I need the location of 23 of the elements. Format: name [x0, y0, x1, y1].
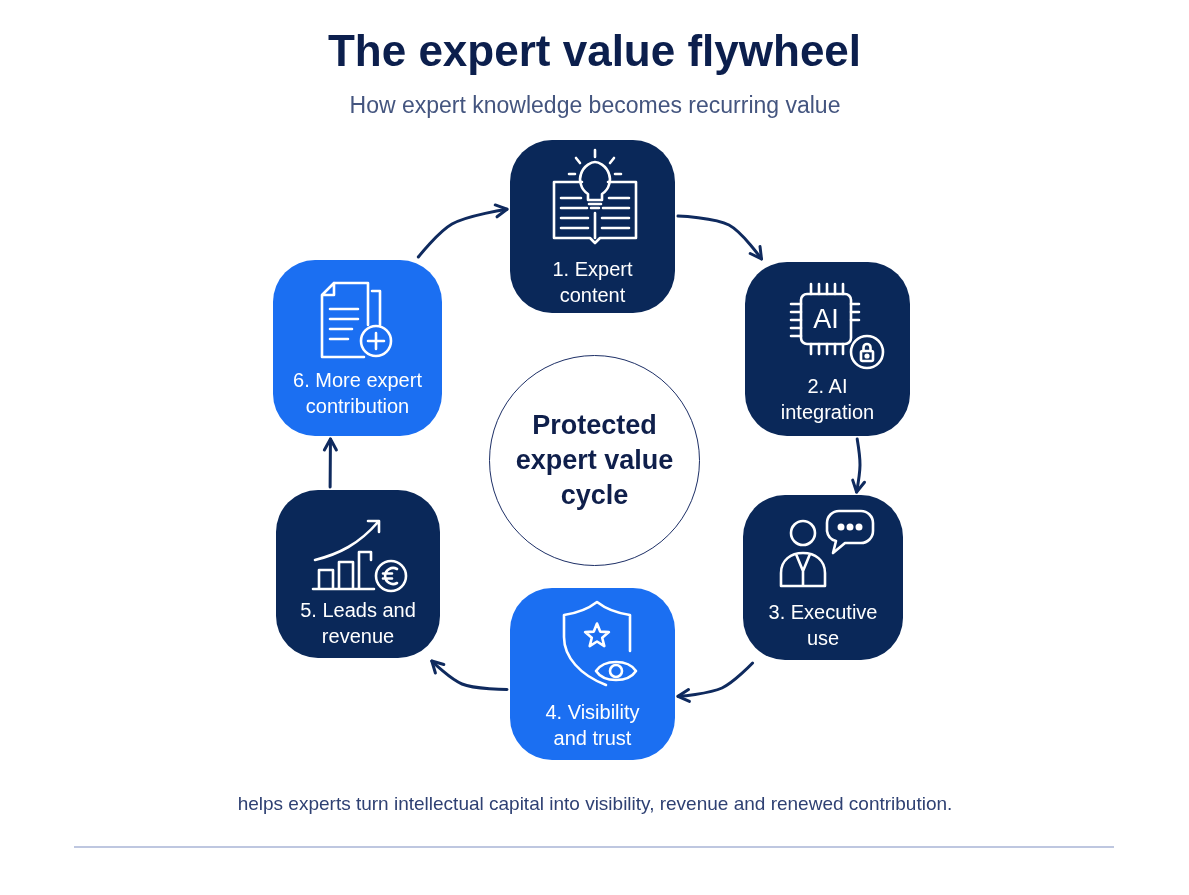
arrow: [851, 437, 866, 494]
arrow: [676, 661, 755, 703]
step-box: [276, 490, 440, 658]
step-label: 5. Leads and revenue: [299, 598, 417, 649]
step-label: 2. AI integration: [779, 374, 876, 425]
arrow: [416, 203, 509, 259]
step-box: [743, 495, 903, 660]
step-box: [510, 140, 675, 313]
arrow: [676, 214, 763, 261]
step-label: 3. Executive use: [767, 600, 879, 651]
step-label: 4. Visibility and trust: [544, 700, 641, 751]
cycle-label: Protected expert value cycle: [514, 409, 675, 512]
title: The expert value flywheel: [327, 26, 862, 76]
step-box: [273, 260, 442, 436]
step-box: [510, 588, 675, 760]
subtitle: How expert knowledge becomes recurring value: [348, 92, 842, 119]
arrow: [322, 437, 338, 489]
chip-text: AI: [812, 304, 840, 334]
step-label: 1. Expert content: [551, 257, 634, 308]
step-box: [745, 262, 910, 436]
arrow: [430, 659, 509, 691]
caption: helps experts turn intellectual capital into visibility, revenue and renewed contribution.: [237, 793, 953, 815]
step-label: 6. More expert contribution: [292, 368, 423, 419]
